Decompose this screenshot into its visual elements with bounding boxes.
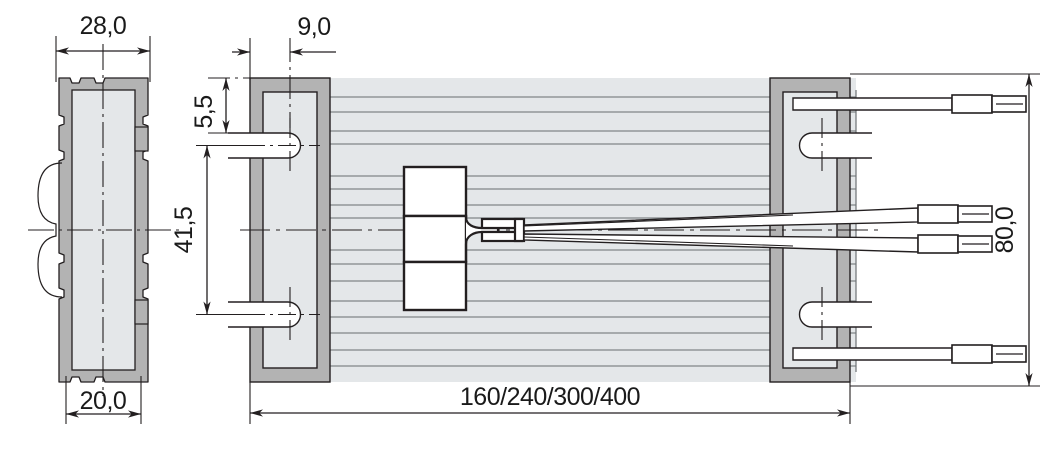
dimension-length: 160/240/300/400 <box>249 382 851 424</box>
wire-ferrule-4 <box>951 344 993 364</box>
cross-section-view: 28,0 20,0 <box>28 12 182 424</box>
mounting-slot-lower-right <box>798 301 872 328</box>
dimension-20-label: 20,0 <box>80 387 127 415</box>
dimension-length-label: 160/240/300/400 <box>460 383 640 411</box>
terminal-clamp-end <box>513 217 526 243</box>
dimension-415: 41,5 <box>170 144 256 316</box>
wire-lead-3 <box>523 233 993 254</box>
side-view <box>216 77 1027 383</box>
dimension-80: 80,0 <box>850 73 1040 387</box>
wire-ferrule-2 <box>917 204 959 224</box>
dimension-55: 5,5 <box>190 77 262 134</box>
wire-lead-4 <box>792 344 1027 364</box>
dimension-28: 28,0 <box>55 12 151 82</box>
dimension-9: 9,0 <box>232 13 336 128</box>
dimension-9-label: 9,0 <box>297 13 330 41</box>
cross-section-centerlines <box>28 44 182 396</box>
profile-side-tabs <box>134 126 149 325</box>
center-terminal-block <box>402 165 526 312</box>
wire-ferrule-3 <box>917 234 959 254</box>
wire-lead-2 <box>523 204 993 232</box>
dimension-20: 20,0 <box>65 376 142 424</box>
mounting-slot-upper-right <box>798 132 872 159</box>
dimension-415-label: 41,5 <box>170 207 198 254</box>
dimension-55-label: 5,5 <box>190 95 218 128</box>
wire-lead-traces <box>523 214 794 247</box>
wire-ferrule-1 <box>951 94 993 114</box>
profile-left-clip <box>37 162 63 298</box>
element-fin-lines <box>300 96 856 367</box>
wire-lead-1 <box>792 94 1027 114</box>
dimension-28-label: 28,0 <box>80 12 127 40</box>
terminal-nozzle <box>464 216 500 262</box>
dimension-80-label: 80,0 <box>991 207 1019 254</box>
